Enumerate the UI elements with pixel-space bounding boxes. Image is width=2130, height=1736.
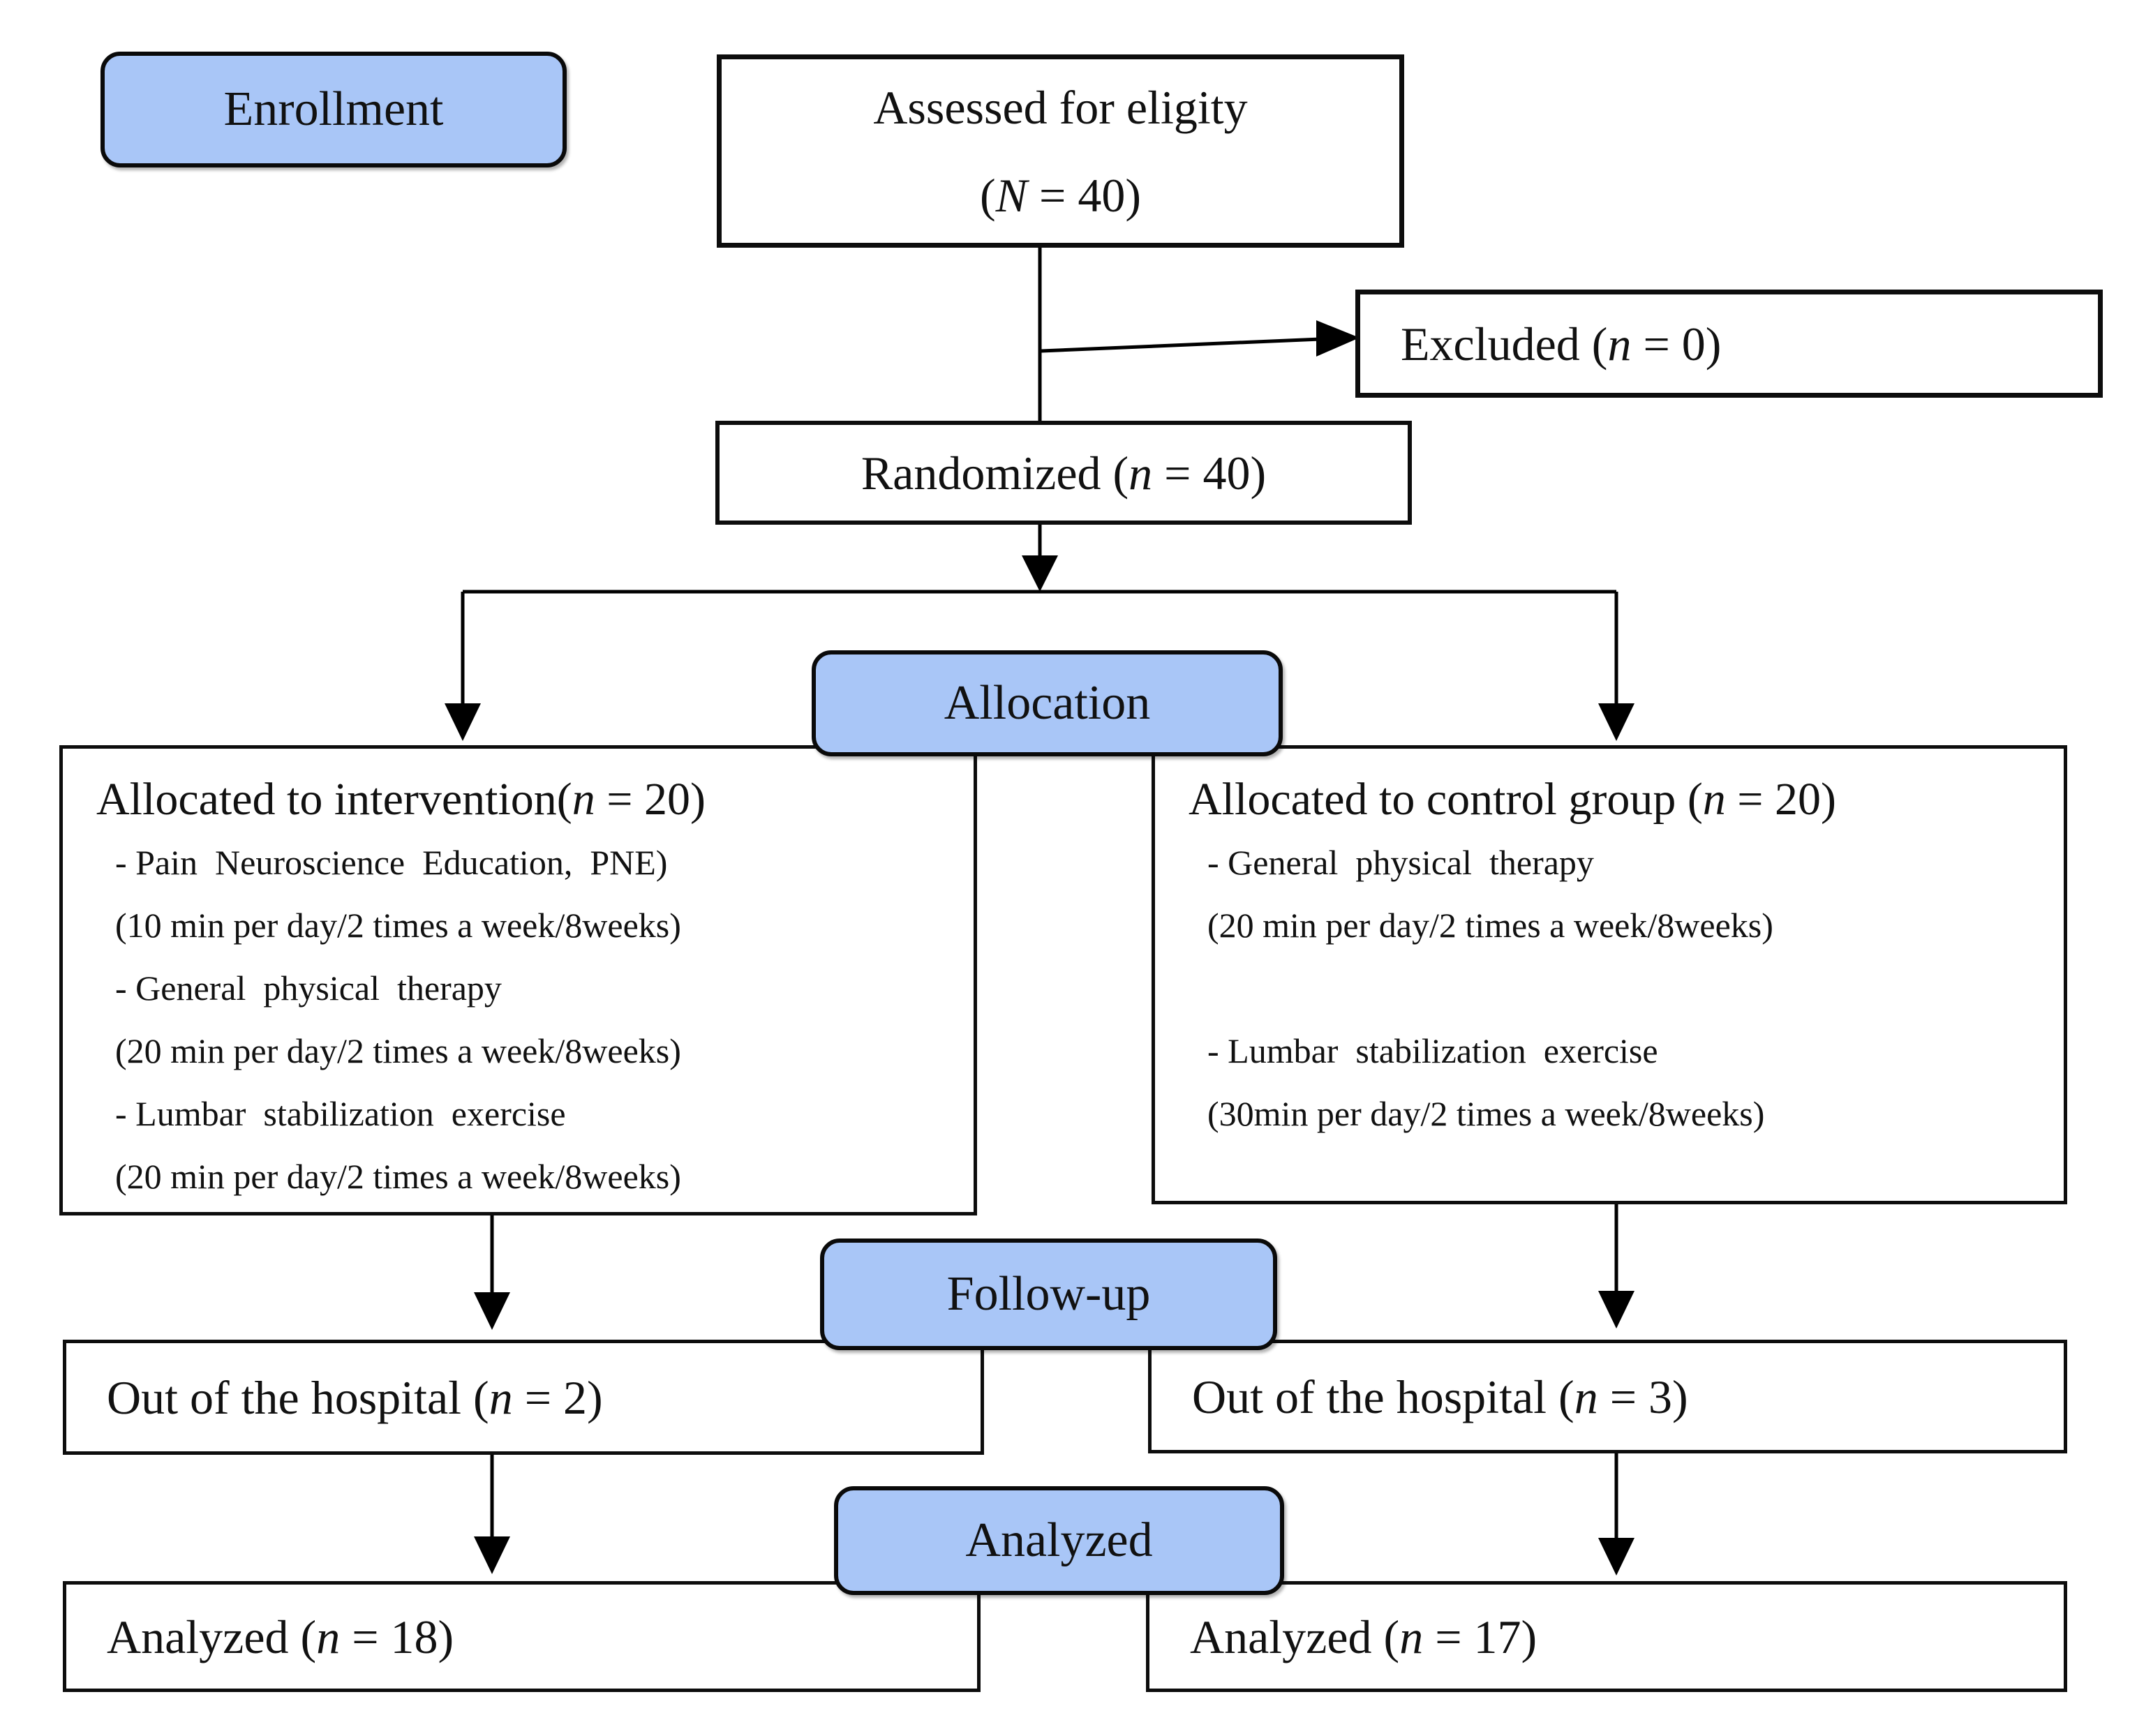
- followup-banner: Follow-up: [820, 1239, 1277, 1350]
- arrowhead-alloc-right: [1598, 703, 1634, 741]
- analyzed-banner-label: Analyzed: [965, 1513, 1153, 1567]
- enrollment-banner-label: Enrollment: [223, 82, 444, 136]
- assessed-box-content: Assessed for eligity (N = 40): [722, 59, 1399, 243]
- alloc-left-n-symbol: n: [572, 774, 595, 825]
- allocation-intervention-title: Allocated to intervention(n = 20): [96, 774, 706, 825]
- arrowhead-randomized: [1022, 555, 1058, 592]
- alloc-left-detail-6: (20 min per day/2 times a week/8weeks): [115, 1157, 681, 1196]
- followup-right-n-symbol: n: [1574, 1370, 1598, 1423]
- arrowhead-excluded: [1316, 320, 1360, 357]
- allocation-banner: Allocation: [812, 650, 1283, 756]
- assessed-line1: Assessed for eligity: [873, 80, 1248, 134]
- assessed-n-symbol: N: [995, 168, 1027, 222]
- arrowhead-alloc-left: [445, 703, 481, 741]
- followup-left-n-symbol: n: [489, 1370, 513, 1424]
- followup-left-box: Out of the hospital (n = 2): [63, 1340, 984, 1455]
- randomized-box: Randomized (n = 40): [715, 421, 1412, 525]
- alloc-left-detail-1: - Pain Neuroscience Education, PNE): [115, 843, 668, 882]
- alloc-left-detail-4: (20 min per day/2 times a week/8weeks): [115, 1031, 681, 1070]
- randomized-label: Randomized (n = 40): [861, 446, 1267, 500]
- followup-banner-label: Follow-up: [946, 1267, 1151, 1321]
- alloc-right-n-symbol: n: [1702, 774, 1726, 825]
- alloc-right-detail-4: - Lumbar stabilization exercise: [1207, 1031, 1658, 1070]
- assessed-box: Assessed for eligity (N = 40): [717, 54, 1404, 248]
- alloc-left-detail-3: - General physical therapy: [115, 968, 502, 1008]
- analyzed-left-n-symbol: n: [316, 1610, 341, 1663]
- analyzed-left-label: Analyzed (n = 18): [107, 1610, 454, 1663]
- alloc-left-detail-2: (10 min per day/2 times a week/8weeks): [115, 906, 681, 945]
- alloc-left-detail-5: - Lumbar stabilization exercise: [115, 1094, 566, 1133]
- followup-right-box: Out of the hospital (n = 3): [1148, 1340, 2067, 1453]
- randomized-n-symbol: n: [1129, 446, 1153, 500]
- arrowhead-analyzed-left: [474, 1536, 510, 1574]
- assessed-line2: (N = 40): [979, 168, 1141, 222]
- line-to-excluded: [1041, 337, 1321, 353]
- analyzed-right-box: Analyzed (n = 17): [1146, 1581, 2067, 1692]
- excluded-label: Excluded (n = 0): [1401, 317, 1722, 371]
- arrowhead-followup-right: [1598, 1291, 1634, 1329]
- arrowhead-analyzed-right: [1598, 1538, 1634, 1576]
- arrowhead-followup-left: [474, 1292, 510, 1330]
- alloc-right-detail-1: - General physical therapy: [1207, 843, 1594, 882]
- analyzed-left-box: Analyzed (n = 18): [63, 1581, 981, 1692]
- allocation-control-box: Allocated to control group (n = 20) - Ge…: [1152, 745, 2067, 1204]
- excluded-n-symbol: n: [1607, 317, 1632, 371]
- analyzed-banner: Analyzed: [834, 1486, 1284, 1595]
- allocation-control-title: Allocated to control group (n = 20): [1189, 774, 1836, 825]
- allocation-banner-label: Allocation: [944, 676, 1151, 730]
- allocation-intervention-box: Allocated to intervention(n = 20) - Pain…: [59, 745, 977, 1215]
- alloc-right-detail-2: (20 min per day/2 times a week/8weeks): [1207, 906, 1773, 945]
- analyzed-right-label: Analyzed (n = 17): [1190, 1610, 1537, 1663]
- alloc-right-detail-3: [1155, 957, 2064, 1019]
- alloc-right-detail-5: (30min per day/2 times a week/8weeks): [1207, 1094, 1765, 1133]
- analyzed-right-n-symbol: n: [1399, 1610, 1424, 1663]
- enrollment-banner: Enrollment: [100, 52, 567, 167]
- excluded-box: Excluded (n = 0): [1355, 290, 2103, 398]
- followup-right-label: Out of the hospital (n = 3): [1192, 1370, 1688, 1423]
- followup-left-label: Out of the hospital (n = 2): [107, 1370, 603, 1424]
